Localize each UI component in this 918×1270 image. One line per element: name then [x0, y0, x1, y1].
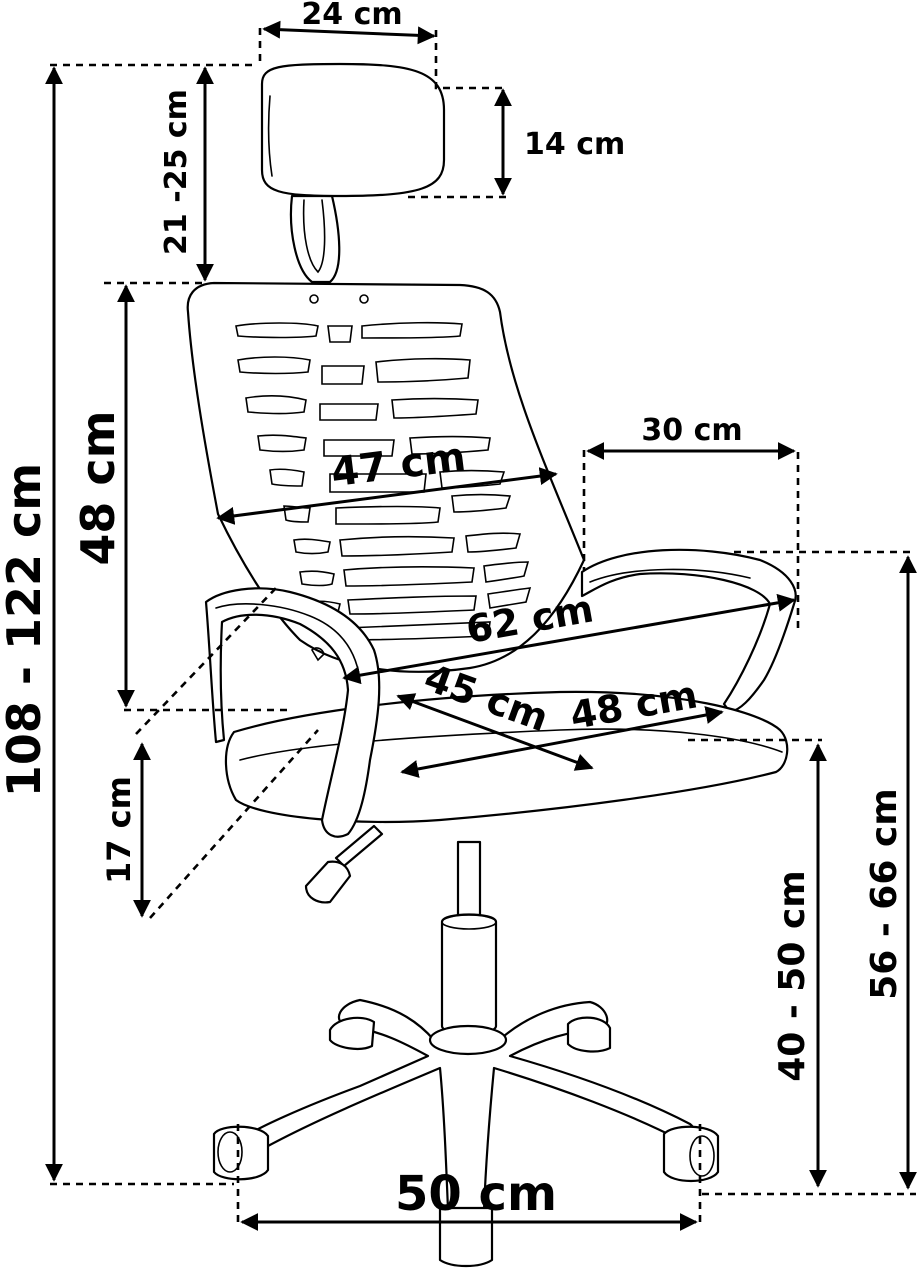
label-armrest-depth: 30 cm: [641, 413, 742, 448]
tilt-lever: [334, 824, 384, 868]
label-headrest-adjust: 21 -25 cm: [159, 89, 194, 255]
label-headrest-width: 24 cm: [301, 0, 402, 32]
label-headrest-height: 14 cm: [524, 127, 625, 162]
gas-lift-cylinder: [440, 913, 498, 1035]
label-seat-height: 40 - 50 cm: [772, 870, 813, 1082]
casters: [212, 1016, 720, 1268]
gas-lift-upper: [456, 840, 482, 922]
label-total-height: 108 - 122 cm: [0, 463, 51, 797]
headrest: [260, 62, 446, 198]
chair-drawing: [186, 62, 797, 1268]
label-backrest-height: 48 cm: [71, 410, 125, 565]
label-base-diameter: 50 cm: [395, 1166, 557, 1222]
label-armrest-height: 56 - 66 cm: [864, 788, 905, 1000]
dimension-labels: 24 cm 14 cm 21 -25 cm 48 cm 108 - 122 cm…: [0, 0, 905, 1222]
label-armrest-to-seat: 17 cm: [100, 776, 138, 884]
dimension-lines: [45, 20, 917, 1231]
right-armrest: [580, 548, 797, 714]
